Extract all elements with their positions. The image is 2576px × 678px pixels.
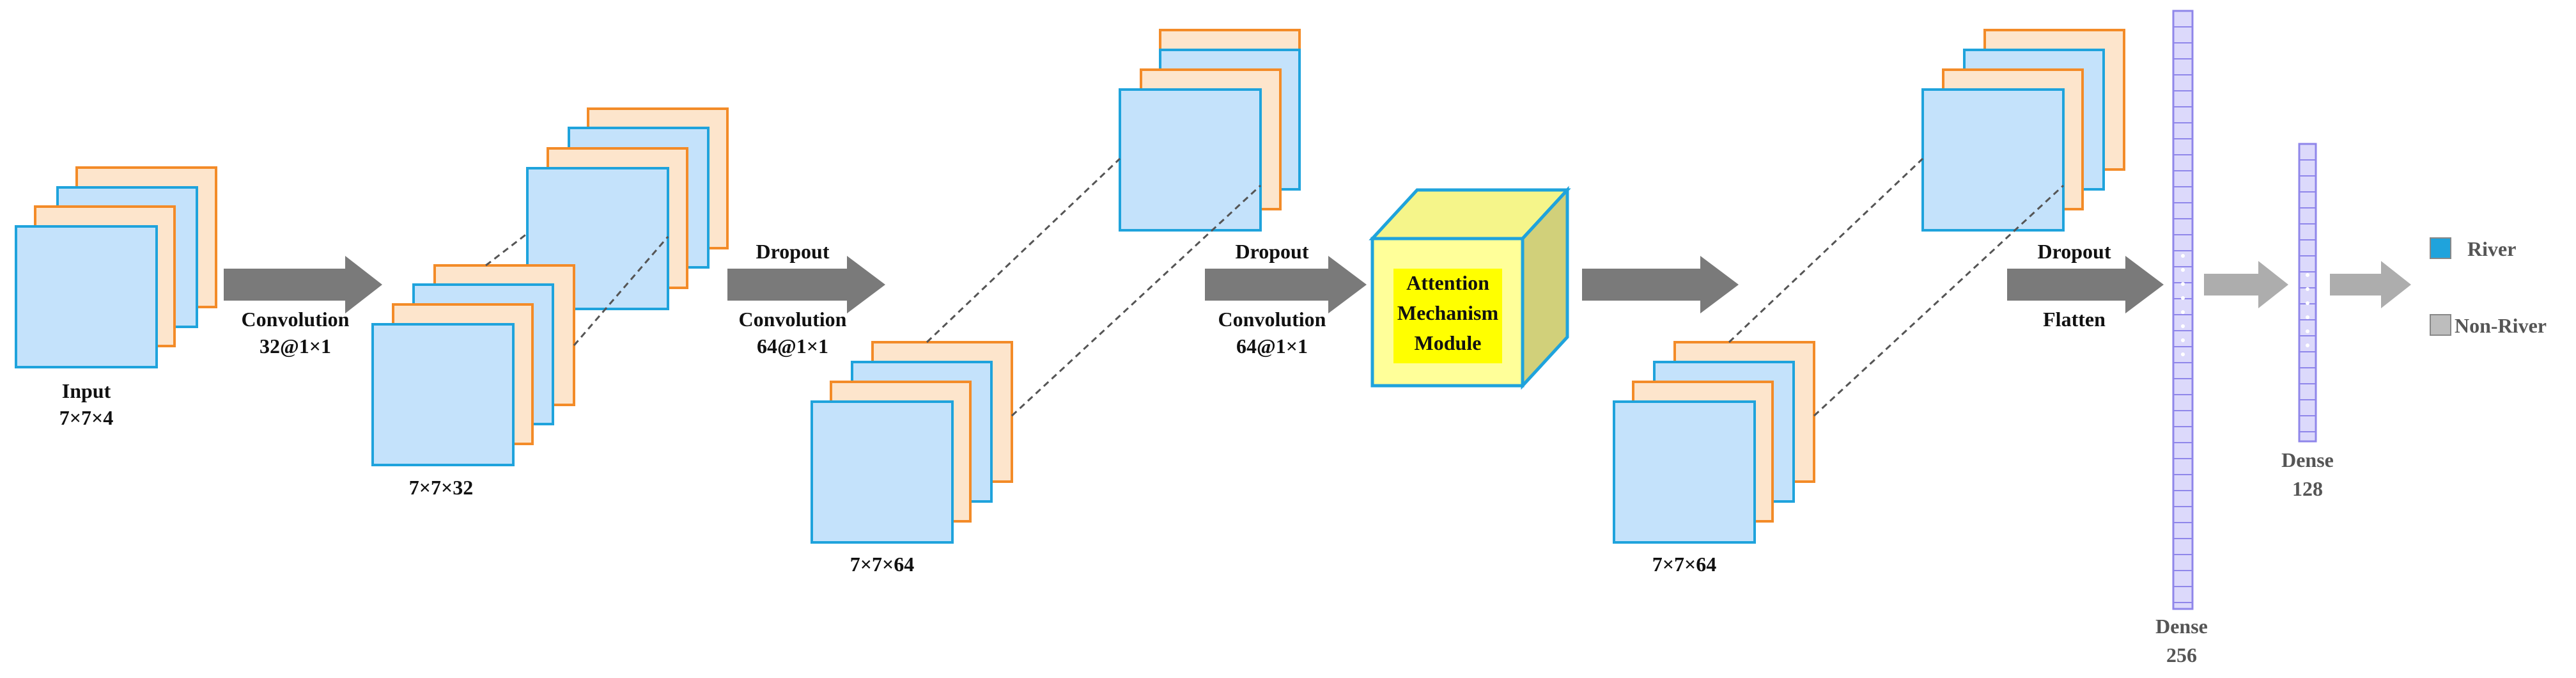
feature-map-front xyxy=(371,323,515,466)
arrow-icon xyxy=(1205,256,1367,313)
dense-ellipsis-dot xyxy=(2306,329,2309,333)
conv1-front-stack xyxy=(371,264,575,466)
attention-highlight xyxy=(1393,269,1502,363)
dense-ellipsis-dot xyxy=(2181,352,2185,356)
dense-256-column xyxy=(2172,10,2194,610)
conv2-op-label: Convolution xyxy=(739,308,847,331)
dense-ellipsis-dot xyxy=(2306,301,2309,305)
conv2-front-stack xyxy=(811,341,1013,544)
dropout3-label: Dropout xyxy=(2038,240,2111,263)
conv1-op-label: Convolution xyxy=(242,308,350,331)
conv3-params-label: 64@1×1 xyxy=(1236,335,1308,358)
dense2-units: 128 xyxy=(2292,477,2323,500)
attn-out-front-stack xyxy=(1613,341,1815,544)
feature-map-front xyxy=(811,400,954,544)
dense-ellipsis-dot xyxy=(2181,268,2185,272)
feature-map-front xyxy=(1921,88,2065,232)
attn-out-projection-lines xyxy=(1728,157,2065,417)
map2-dims: 7×7×64 xyxy=(850,553,914,576)
dense-ellipsis-dot xyxy=(2181,338,2185,342)
conv2-back-stack xyxy=(1119,29,1301,232)
dense1-units: 256 xyxy=(2166,643,2197,666)
dense-ellipsis-dot xyxy=(2181,296,2185,300)
feature-map-front xyxy=(15,225,158,368)
conv2-projection-lines xyxy=(926,157,1262,417)
dense-ellipsis-dot xyxy=(2306,287,2309,291)
dense-ellipsis-dot xyxy=(2181,310,2185,314)
attention-label-line1: Attention xyxy=(1406,271,1489,294)
arrow-icon xyxy=(2007,256,2164,313)
dense1-title: Dense xyxy=(2155,615,2208,638)
dense-ellipsis-dot xyxy=(2181,254,2185,258)
dense-column-frame xyxy=(2172,10,2194,610)
input-feature-stack xyxy=(15,166,217,368)
dense-ellipsis-dot xyxy=(2306,343,2309,347)
dense-ellipsis-dot xyxy=(2181,324,2185,328)
flatten-label: Flatten xyxy=(2043,308,2106,331)
arrow-icon xyxy=(224,256,382,313)
dense2-title: Dense xyxy=(2281,448,2334,471)
arrow-icon xyxy=(727,256,885,313)
input-dims: 7×7×4 xyxy=(59,406,113,429)
conv1-back-stack xyxy=(526,107,729,310)
map3-dims: 7×7×64 xyxy=(1652,553,1716,576)
conv1-projection-lines xyxy=(485,232,669,346)
arrow-icon xyxy=(1582,256,1739,313)
dense-ellipsis-dot xyxy=(2181,282,2185,286)
dropout1-label: Dropout xyxy=(756,240,830,263)
attention-module-cube xyxy=(1369,185,1571,390)
dropout2-label: Dropout xyxy=(1236,240,1309,263)
dense-ellipsis-dot xyxy=(2306,273,2309,277)
legend-label-river: River xyxy=(2467,237,2516,260)
arrow-icon xyxy=(2330,261,2411,308)
dense-column-frame xyxy=(2298,143,2317,443)
legend-label-nonriver: Non-River xyxy=(2455,314,2547,337)
legend: River Non-River xyxy=(2430,237,2547,337)
conv2-params-label: 64@1×1 xyxy=(757,335,828,358)
feature-map-front xyxy=(1613,400,1756,544)
legend-swatch-nonriver xyxy=(2430,314,2451,336)
conv1-params-label: 32@1×1 xyxy=(260,335,331,358)
dense-ellipsis-dot xyxy=(2306,315,2309,319)
input-title: Input xyxy=(62,379,111,402)
arrow-icon xyxy=(2204,261,2288,308)
map1-dims: 7×7×32 xyxy=(409,476,473,499)
feature-map-front xyxy=(1119,88,1262,232)
dense-128-column xyxy=(2298,143,2317,443)
legend-swatch-river xyxy=(2430,237,2451,259)
attn-out-back-stack xyxy=(1921,29,2125,232)
conv3-op-label: Convolution xyxy=(1218,308,1326,331)
attention-label-line2: Mechanism xyxy=(1397,301,1499,324)
attention-label-line3: Module xyxy=(1415,331,1482,354)
